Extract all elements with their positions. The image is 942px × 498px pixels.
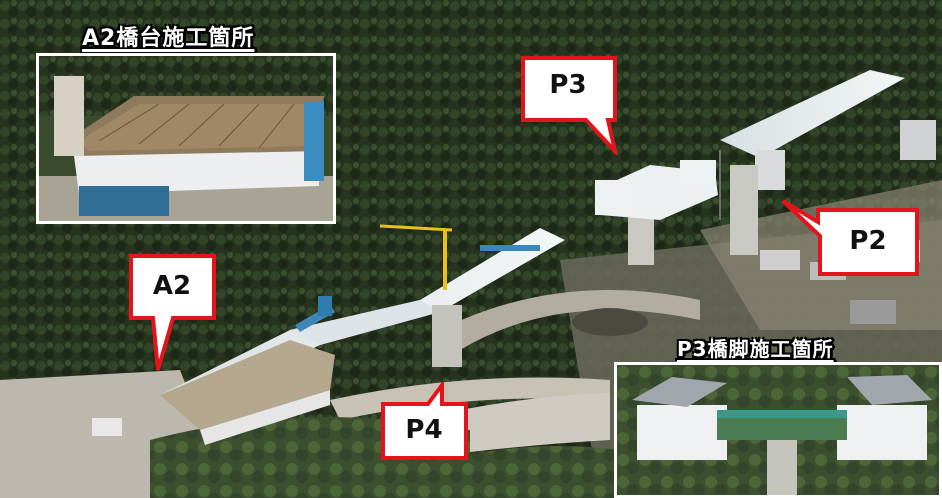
callout-p3: P3: [520, 55, 620, 155]
inset-p3-scene: [617, 365, 939, 495]
callout-p2-bubble: [781, 199, 919, 276]
inset-p3-photo: [614, 362, 942, 498]
callout-p4-bubble: [381, 382, 468, 460]
callout-p2: P2: [780, 198, 920, 278]
callout-a2: A2: [128, 253, 218, 373]
callout-p3-bubble: [521, 56, 618, 155]
inset-a2-title: A2橋台施工箇所: [82, 26, 255, 51]
callout-a2-label: A2: [152, 271, 192, 301]
callout-p4: P4: [380, 382, 470, 462]
callout-p2-label: P2: [849, 226, 887, 256]
inset-a2-scene: [39, 56, 333, 221]
inset-a2-photo: [36, 53, 336, 224]
inset-p3-title: P3橋脚施工箇所: [677, 337, 834, 361]
callout-p4-label: P4: [405, 415, 443, 445]
callout-p3-label: P3: [549, 70, 587, 100]
callout-a2-bubble: [129, 254, 216, 371]
